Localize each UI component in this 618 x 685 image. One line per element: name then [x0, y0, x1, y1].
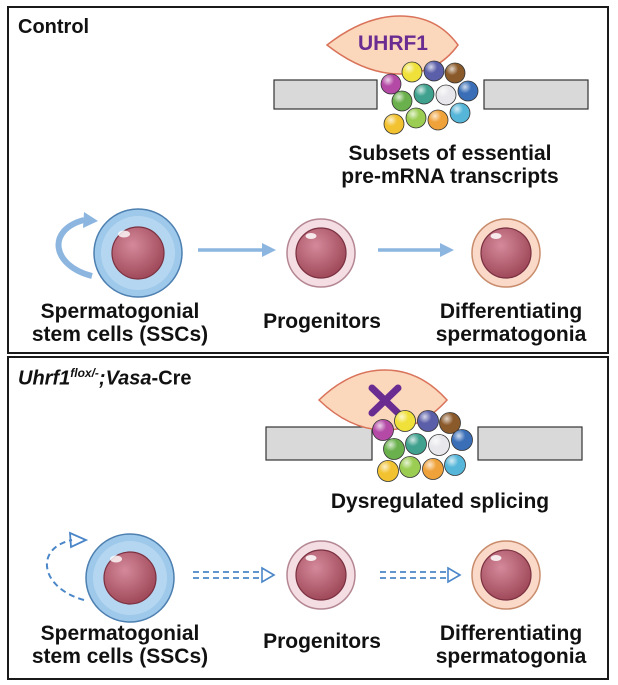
mutant-sep: ;: [98, 367, 106, 390]
progenitor-label-mutant-line1: Progenitors: [263, 630, 381, 653]
progenitor-cell-control: [286, 218, 356, 288]
dashed-arrow-ssc-to-progenitor: [193, 566, 276, 584]
ssc-label-control-line2: stem cells (SSCs): [31, 322, 209, 346]
transcript-bead-highlight: [436, 85, 456, 105]
transcript-bead-highlight: [439, 412, 461, 434]
transcripts-caption: Subsets of essential pre-mRNA transcript…: [300, 142, 600, 188]
differentiating-label-control: Differentiating spermatogonia: [416, 300, 606, 346]
transcripts-caption-line2: pre-mRNA transcripts: [341, 164, 559, 188]
self-renewal-arrowhead-mutant: [68, 531, 89, 549]
control-panel-title: Control: [18, 16, 90, 38]
ssc-label-mutant-line2: stem cells (SSCs): [31, 644, 209, 668]
transcript-bead-highlight: [417, 410, 439, 432]
transcript-bead-highlight: [414, 84, 434, 104]
transcript-beads-control: [380, 60, 479, 135]
mutant-gene: Uhrf1: [18, 367, 71, 390]
ssc-label-mutant-line1: Spermatogonial: [40, 622, 200, 645]
transcript-bead-highlight: [458, 81, 478, 101]
differentiating-label-mutant-line1: Differentiating: [439, 622, 583, 645]
transcript-bead-highlight: [383, 438, 405, 460]
differentiating-label-mutant-line2: spermatogonia: [435, 644, 587, 668]
exon-box-left-mutant: [265, 426, 373, 461]
transcript-bead-highlight: [377, 460, 399, 482]
ssc-label-mutant: Spermatogonial stem cells (SSCs): [10, 622, 230, 668]
progenitor-cell-mutant: [286, 540, 356, 610]
dashed-arrow-progenitor-to-differentiating: [380, 566, 462, 584]
differentiating-label-control-line1: Differentiating: [439, 300, 583, 323]
differentiating-cell-control: [471, 218, 541, 288]
transcript-bead-highlight: [428, 110, 448, 130]
self-renewal-arrowhead-control: [83, 212, 98, 228]
transcript-bead-highlight: [444, 454, 466, 476]
transcript-bead-highlight: [384, 114, 404, 134]
transcript-bead-highlight: [399, 456, 421, 478]
self-renewal-arrow-control: [55, 217, 93, 279]
transcript-bead-highlight: [424, 61, 444, 81]
transcript-bead-highlight: [381, 74, 401, 94]
transcript-bead-highlight: [372, 419, 394, 441]
mutant-panel-frame: [7, 356, 609, 680]
exon-box-right: [483, 79, 589, 110]
differentiating-label-mutant: Differentiating spermatogonia: [416, 622, 606, 668]
transcripts-caption-line1: Subsets of essential: [348, 142, 552, 165]
transcript-bead-highlight: [450, 103, 470, 123]
ssc-cell-control: [93, 208, 183, 298]
progenitor-label-control-line1: Progenitors: [263, 310, 381, 333]
differentiating-label-control-line2: spermatogonia: [435, 322, 587, 346]
differentiating-cell-mutant: [471, 540, 541, 610]
arrowhead-ssc-to-progenitor: [262, 243, 276, 257]
arrowhead-progenitor-to-differentiating: [440, 243, 454, 257]
uhrf1-label: UHRF1: [357, 32, 428, 55]
uhrf1-protein: [325, 15, 459, 75]
transcript-beads-mutant: [372, 410, 473, 482]
ssc-label-control: Spermatogonial stem cells (SSCs): [10, 300, 230, 346]
mutant-suffix: -Cre: [151, 367, 192, 390]
mutant-allele: flox/-: [70, 366, 99, 380]
transcript-bead-highlight: [422, 458, 444, 480]
transcript-bead-highlight: [394, 410, 416, 432]
ssc-cell-mutant: [85, 533, 175, 623]
ssc-label-control-line1: Spermatogonial: [40, 300, 200, 323]
exon-box-right-mutant: [477, 426, 583, 461]
transcript-bead-highlight: [402, 62, 422, 82]
transcript-bead-highlight: [428, 434, 450, 456]
transcript-bead-highlight: [405, 433, 427, 455]
exon-box-left: [273, 79, 378, 110]
transcript-bead-highlight: [392, 91, 412, 111]
transcript-bead-highlight: [406, 108, 426, 128]
control-panel-frame: [7, 6, 609, 354]
mutant-panel-title: Uhrf1flox/-;Vasa-Cre: [18, 367, 192, 390]
progenitor-label-control: Progenitors: [240, 310, 404, 334]
transcript-bead-highlight: [451, 429, 473, 451]
cross-icon: [368, 384, 402, 417]
self-renewal-arrow-mutant: [45, 539, 85, 601]
splicing-caption: Dysregulated splicing: [330, 490, 550, 513]
mutant-driver: Vasa: [105, 367, 152, 390]
transcript-bead-highlight: [445, 63, 465, 83]
progenitor-label-mutant: Progenitors: [240, 630, 404, 654]
